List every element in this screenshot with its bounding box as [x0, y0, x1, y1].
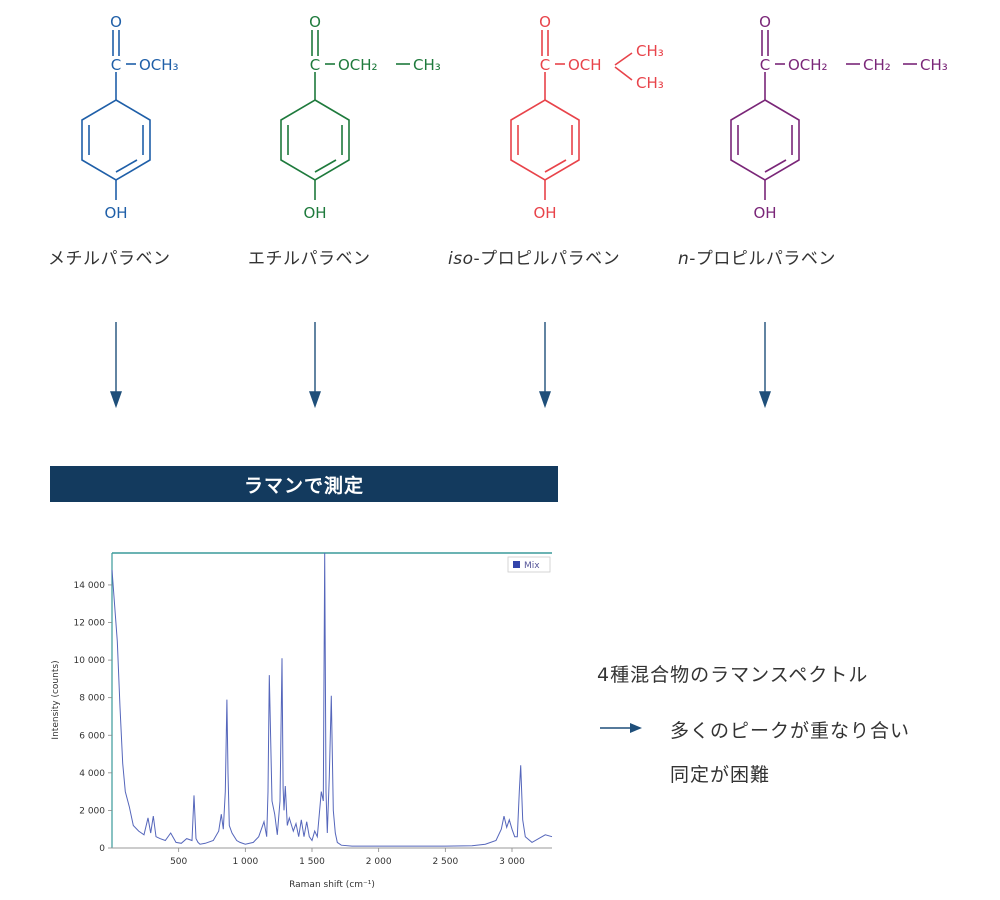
y-tick-label: 0 [99, 844, 105, 854]
compound-name-n-propylparaben: n-プロピルパラベン [678, 249, 836, 269]
carbon-label: C [310, 56, 320, 74]
structure-methylparaben: O C OCH₃ OH [81, 13, 179, 222]
x-tick-label: 2 500 [432, 857, 458, 867]
hydroxyl-label: OH [753, 204, 776, 222]
methyl-label: CH₃ [413, 56, 441, 74]
y-axis-label: Intensity (counts) [51, 660, 61, 739]
carbon-label: C [111, 56, 121, 74]
arrow-down-icon [309, 322, 321, 409]
carbonyl-oxygen-label: O [110, 13, 122, 31]
spectrum-description-title: 4種混合物のラマンスペクトル [597, 664, 869, 686]
carbonyl-oxygen-label: O [309, 13, 321, 31]
compound-name-ethylparaben: エチルパラベン [248, 249, 371, 269]
x-tick-label: 500 [170, 857, 187, 867]
down-arrows [110, 322, 771, 409]
x-tick-label: 1 000 [232, 857, 258, 867]
compound-name-methylparaben: メチルパラベン [48, 249, 171, 269]
x-tick-label: 3 000 [499, 857, 525, 867]
ester-group-label: OCH [568, 56, 602, 74]
x-tick-label: 2 000 [366, 857, 392, 867]
arrow-down-icon [539, 322, 551, 409]
methyl-label: CH₃ [920, 56, 948, 74]
x-tick-label: 1 500 [299, 857, 325, 867]
x-axis-label: Raman shift (cm⁻¹) [289, 880, 375, 890]
hydroxyl-label: OH [303, 204, 326, 222]
y-tick-label: 2 000 [79, 806, 105, 816]
compound-name-isopropylparaben: iso-プロピルパラベン [448, 249, 621, 269]
arrow-down-icon [110, 322, 122, 409]
structure-n-propylparaben: O C OCH₂ CH₂ CH₃ OH [730, 13, 948, 222]
structure-isopropylparaben: O C OCH CH₃ CH₃ OH [510, 13, 664, 222]
spectrum-note-line2: 同定が困難 [670, 764, 771, 786]
carbon-label: C [760, 56, 770, 74]
carbonyl-oxygen-label: O [759, 13, 771, 31]
y-tick-label: 14 000 [74, 581, 106, 591]
legend-label: Mix [524, 561, 540, 571]
hydroxyl-label: OH [533, 204, 556, 222]
legend-swatch [513, 561, 520, 568]
carbonyl-oxygen-label: O [539, 13, 551, 31]
methyl-label-bottom: CH₃ [636, 74, 664, 92]
legend: Mix [507, 556, 551, 573]
ester-group-label: OCH₂ [788, 56, 828, 74]
ester-group-label: OCH₃ [139, 56, 179, 74]
hydroxyl-label: OH [104, 204, 127, 222]
y-tick-label: 6 000 [79, 731, 105, 741]
arrow-down-icon [759, 322, 771, 409]
methyl-label-top: CH₃ [636, 42, 664, 60]
y-tick-label: 10 000 [74, 656, 106, 666]
y-tick-label: 12 000 [74, 619, 106, 629]
methylene-label: CH₂ [863, 56, 891, 74]
y-tick-label: 8 000 [79, 694, 105, 704]
series-line-mix [111, 552, 553, 847]
raman-measurement-banner: ラマンで測定 [50, 466, 558, 502]
ester-group-label: OCH₂ [338, 56, 378, 74]
structure-ethylparaben: O C OCH₂ CH₃ OH [280, 13, 441, 222]
carbon-label: C [540, 56, 550, 74]
spectrum-note-line1: 多くのピークが重なり合い [670, 720, 911, 742]
y-tick-label: 4 000 [79, 769, 105, 779]
arrow-right-icon [600, 723, 642, 733]
